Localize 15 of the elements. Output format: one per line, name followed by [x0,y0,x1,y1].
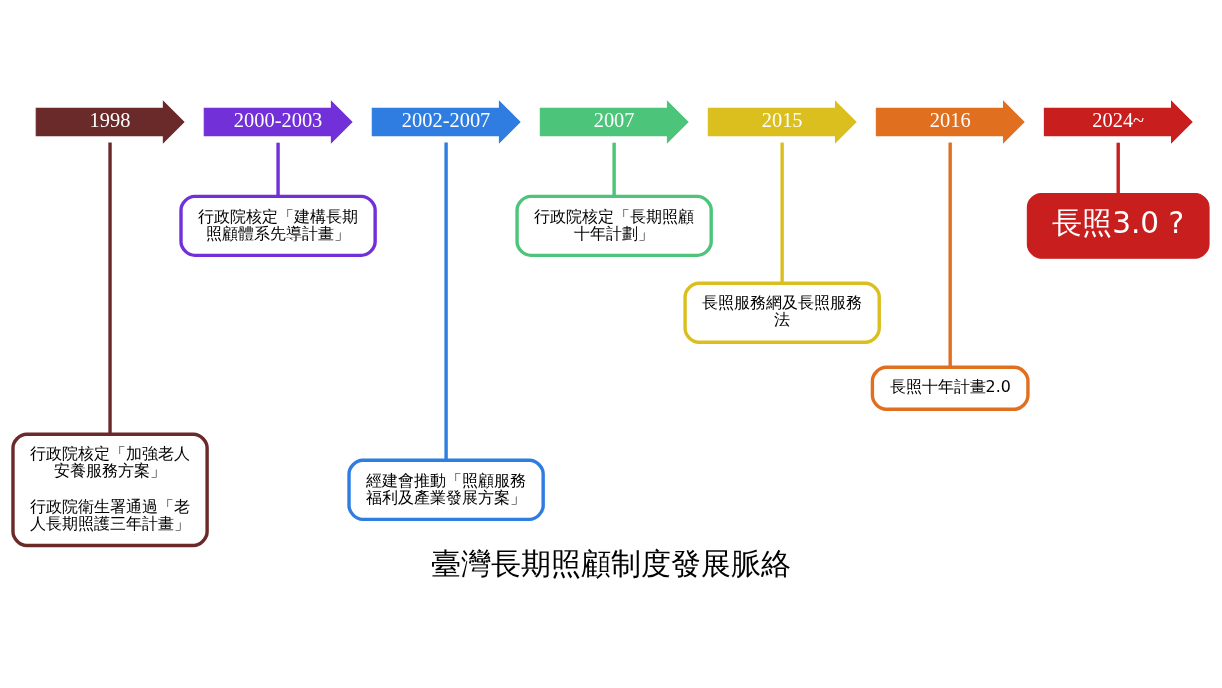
connector [1116,142,1120,193]
connector [444,142,448,460]
node-box: 長照十年計畫2.0 [870,365,1030,411]
node-box: 行政院核定「加強老人安養服務方案」 行政院衛生署通過「老人長期照護三年計畫」 [11,432,209,547]
diagram-title: 臺灣長期照顧制度發展脈絡 [431,546,791,581]
node-box: 行政院核定「長期照顧十年計劃」 [515,194,713,257]
connector [108,142,112,434]
node-box: 經建會推動「照顧服務福利及產業發展方案」 [347,458,545,521]
node-box: 長照服務網及長照服務法 [683,281,881,344]
node-box: 長照3.0 ? [1026,192,1210,259]
connector [276,142,280,196]
connector [612,142,616,196]
connector [780,142,784,283]
node-box: 行政院核定「建構長期照顧體系先導計畫」 [179,194,377,257]
connector [948,142,952,367]
